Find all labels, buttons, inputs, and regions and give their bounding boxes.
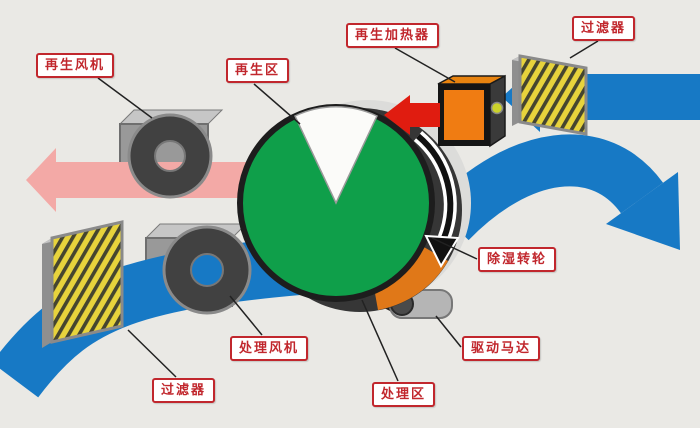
label-drive-motor: 驱动马达: [462, 336, 541, 361]
desiccant-wheel-graphic: [237, 100, 471, 312]
regen-heater-graphic: [437, 74, 506, 148]
process-fan-impeller: [162, 225, 252, 315]
label-filter-bottom: 过滤器: [152, 378, 216, 403]
filter-top-graphic: [512, 54, 588, 136]
wheel-rotation-arrow: [413, 131, 460, 269]
label-process-zone: 处理区: [372, 382, 436, 407]
regen-fan-impeller: [127, 113, 213, 199]
label-process-fan: 处理风机: [230, 336, 309, 361]
label-dehumid-wheel: 除湿转轮: [478, 247, 557, 272]
heater-indicator-light: [490, 101, 504, 115]
label-regen-heater: 再生加热器: [346, 23, 440, 48]
label-regen-fan: 再生风机: [36, 53, 115, 78]
label-regen-zone: 再生区: [226, 58, 290, 83]
leader-lines: [97, 40, 599, 382]
filter-bottom-graphic: [42, 220, 124, 348]
label-filter-top: 过滤器: [572, 16, 636, 41]
process-air-outlet-arrow: [431, 134, 680, 250]
hot-air-arrow: [384, 95, 440, 135]
